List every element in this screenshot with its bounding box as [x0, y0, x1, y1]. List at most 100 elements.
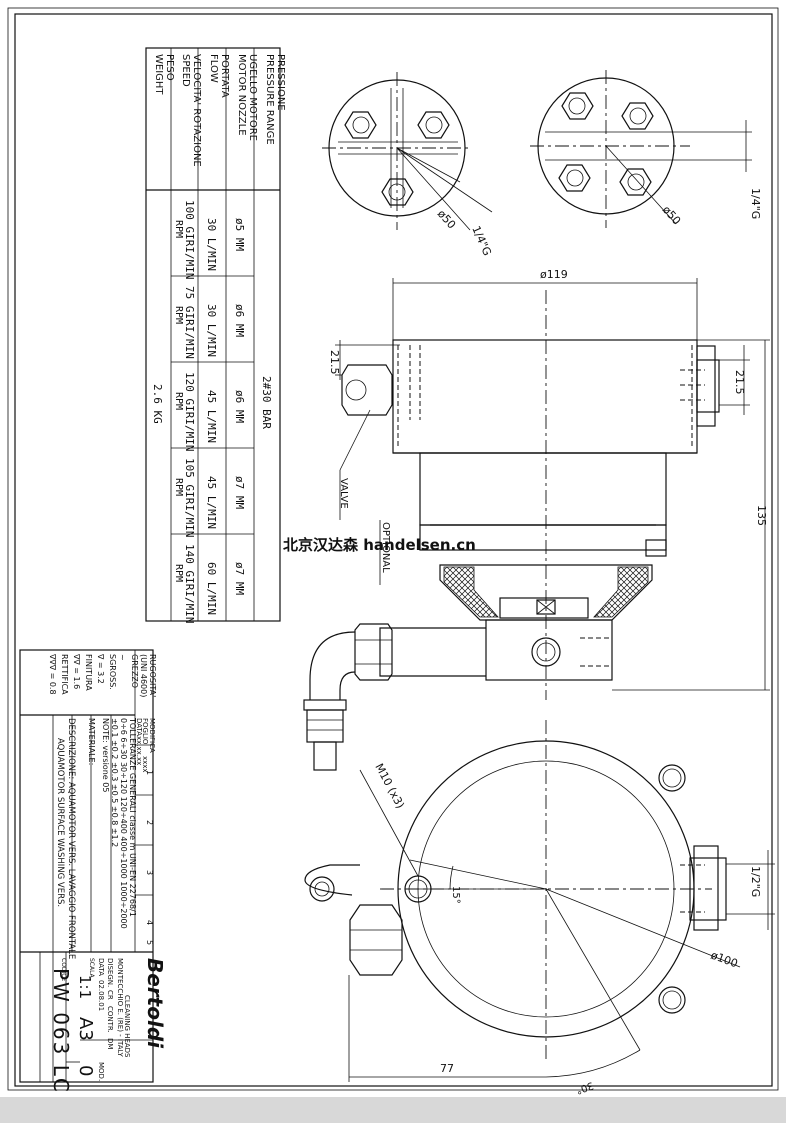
tb-data-val: xx.xx.xx [135, 736, 143, 765]
dim-21-5-right: 21.5 [733, 370, 746, 395]
nozzle-value-3: ø6 MM [233, 390, 246, 423]
tb-tolleranze: TOLLERANZE GENERALI classe m UNI-EN 2276… [128, 717, 137, 917]
header-speed-en: SPEED [180, 54, 191, 87]
tb-data: DATA [135, 718, 143, 736]
header-nozzle-it: UGELLO MOTORE [247, 54, 258, 141]
revision-col-3: 3 [145, 870, 154, 875]
tb-contr: CONTR. [106, 1006, 114, 1033]
dim-d119: ø119 [540, 268, 568, 281]
tb-mod-val: 0 [75, 1065, 96, 1076]
company-address: MONTECCHIO E. (RE) - ITALY [116, 958, 124, 1057]
header-flow-en: FLOW [208, 54, 219, 83]
side-view: ø119 21.5 21.5 VALVE OPTIONAL [303, 268, 770, 771]
dim-d100: ø100 [709, 949, 740, 971]
tb-codice: PW 063 LC [49, 968, 73, 1094]
drawing-frame [7, 7, 779, 1091]
header-flow-it: PORTATA [219, 54, 230, 98]
tb-data2-val: 02.08.01 [97, 980, 105, 1011]
speed-value-2: 75 GIRI/MIN [183, 286, 196, 359]
tb-foglio: FOGLIO [141, 718, 149, 745]
angle-30: 30° [574, 1079, 594, 1095]
tb-finitura: FINITURA [84, 654, 93, 691]
tb-descrizione: DESCRIZIONE: AQUAMOTOR VERS. LAVAGGIO FR… [66, 718, 76, 959]
title-block: RUGOSITA' (UNI 4600) GREZZO ~ SGROSS. ∇ … [19, 649, 167, 1094]
tb-xxxx: xxxx [141, 756, 149, 773]
dim-d50-left: ø50 [435, 207, 459, 231]
tb-tol-ranges: 0÷6 6÷30 30÷120 120÷400 400÷1000 1000÷20… [119, 718, 128, 929]
callout-optional: OPTIONAL [380, 522, 391, 573]
tb-scala-label: SCALA [88, 958, 95, 979]
bottom-plan-view: 1/2"G M10 (x3) 15° ø100 77 30° [304, 720, 775, 1096]
tb-uni: (UNI 4600) [139, 654, 148, 697]
tb-sym-sgross: ∇ = 3.2 [96, 653, 105, 684]
dim-77: 77 [440, 1062, 454, 1075]
dim-half-g: 1/2"G [749, 866, 762, 897]
tb-modifica: MODIFICA [148, 718, 156, 753]
tb-tol-values: ±0.1 ±0.2 ±0.3 ±0.5 ±0.8 ±1.2 [110, 718, 119, 847]
revision-col-4: 4 [145, 920, 154, 925]
dim-135: 135 [755, 505, 768, 526]
speed-value-1: 100 GIRI/MIN [183, 200, 196, 279]
flange-view-right: ø50 1/4"G [530, 70, 762, 228]
tb-data2: DATA [97, 958, 105, 976]
flow-value-4: 45 L/MIN [205, 476, 218, 529]
flow-value-2: 30 L/MIN [205, 304, 218, 357]
tb-grezzo: GREZZO [130, 654, 139, 688]
tb-codice-label: CODICE [60, 958, 67, 981]
tb-disegn-val: CR [106, 990, 114, 1000]
flow-value-5: 60 L/MIN [205, 562, 218, 615]
speed-value-3: 120 GIRI/MIN [183, 372, 196, 451]
dim-21-5-left: 21.5 [328, 350, 341, 375]
tb-mod: MOD. [97, 1062, 105, 1081]
speed-value-5: 140 GIRI/MIN [183, 544, 196, 623]
tb-sym-rettifica: ∇∇∇ = 0.8 [48, 653, 57, 695]
tb-format: A3 [75, 1017, 96, 1041]
header-pressure-it: PRESSIONE [275, 54, 286, 111]
speed-unit-2: RPM [173, 306, 184, 324]
header-pressure-en: PRESSURE RANGE [264, 54, 275, 145]
header-speed-it: VELOCITA' ROTAZIONE [191, 54, 202, 167]
dim-quarter-g-right: 1/4"G [749, 188, 762, 219]
pressure-value: 2#30 BAR [260, 376, 273, 429]
dim-d50-right: ø50 [660, 203, 684, 227]
revision-col-1: 1 [145, 770, 154, 775]
tb-sym-grezzo: ~ [118, 654, 127, 661]
callout-valve: VALVE [338, 478, 349, 509]
revision-col-2: 2 [145, 820, 154, 825]
tb-materiale: MATERIALE: [87, 718, 96, 765]
flow-value-3: 45 L/MIN [205, 390, 218, 443]
tb-rugosita: RUGOSITA' [148, 654, 157, 697]
tb-sgross: SGROSS. [108, 654, 117, 690]
label-m10: M10 (x3) [372, 761, 407, 810]
nozzle-value-2: ø6 MM [233, 304, 246, 337]
nozzle-value-5: ø7 MM [233, 562, 246, 595]
drawing-border [14, 13, 773, 1087]
dim-quarter-g-left: 1/4"G [469, 224, 494, 258]
speed-unit-1: RPM [173, 220, 184, 238]
nozzle-value-4: ø7 MM [233, 476, 246, 509]
tb-scala: 1:1 [76, 975, 94, 999]
header-weight-en: WEIGHT [153, 54, 164, 95]
speed-unit-3: RPM [173, 392, 184, 410]
header-nozzle-en: MOTOR NOZZLE [236, 54, 247, 136]
watermark: 北京汉达森 handelsen.cn [283, 536, 476, 554]
flange-view-left: ø50 1/4"G [322, 72, 494, 258]
speed-value-4: 105 GIRI/MIN [183, 458, 196, 537]
flow-value-1: 30 L/MIN [205, 218, 218, 271]
angle-15: 15° [450, 886, 461, 904]
revision-col-5: 5 [145, 940, 154, 945]
tb-disegn: DISEGN. [106, 958, 114, 987]
tb-note: NOTE: versione 05 [101, 718, 110, 792]
tb-contr-val: DM [106, 1038, 114, 1049]
tb-descrizione-2: AQUAMOTOR SURFACE WASHING VERS. [55, 738, 65, 907]
tb-sym-finitura: ∇∇ = 1.6 [72, 653, 81, 689]
technical-drawing-sheet: PRESSIONE PRESSURE RANGE UGELLO MOTORE M… [7, 7, 779, 1096]
tb-rettifica: RETTIFICA [60, 654, 69, 695]
page-footer-bar [0, 1097, 786, 1123]
company-logo: Bertoldi [143, 958, 167, 1049]
nozzle-value-1: ø5 MM [233, 218, 246, 251]
spec-table: PRESSIONE PRESSURE RANGE UGELLO MOTORE M… [145, 47, 286, 623]
company-sub: CLEANING HEADS [123, 995, 131, 1058]
speed-unit-5: RPM [173, 564, 184, 582]
speed-unit-4: RPM [173, 478, 184, 496]
